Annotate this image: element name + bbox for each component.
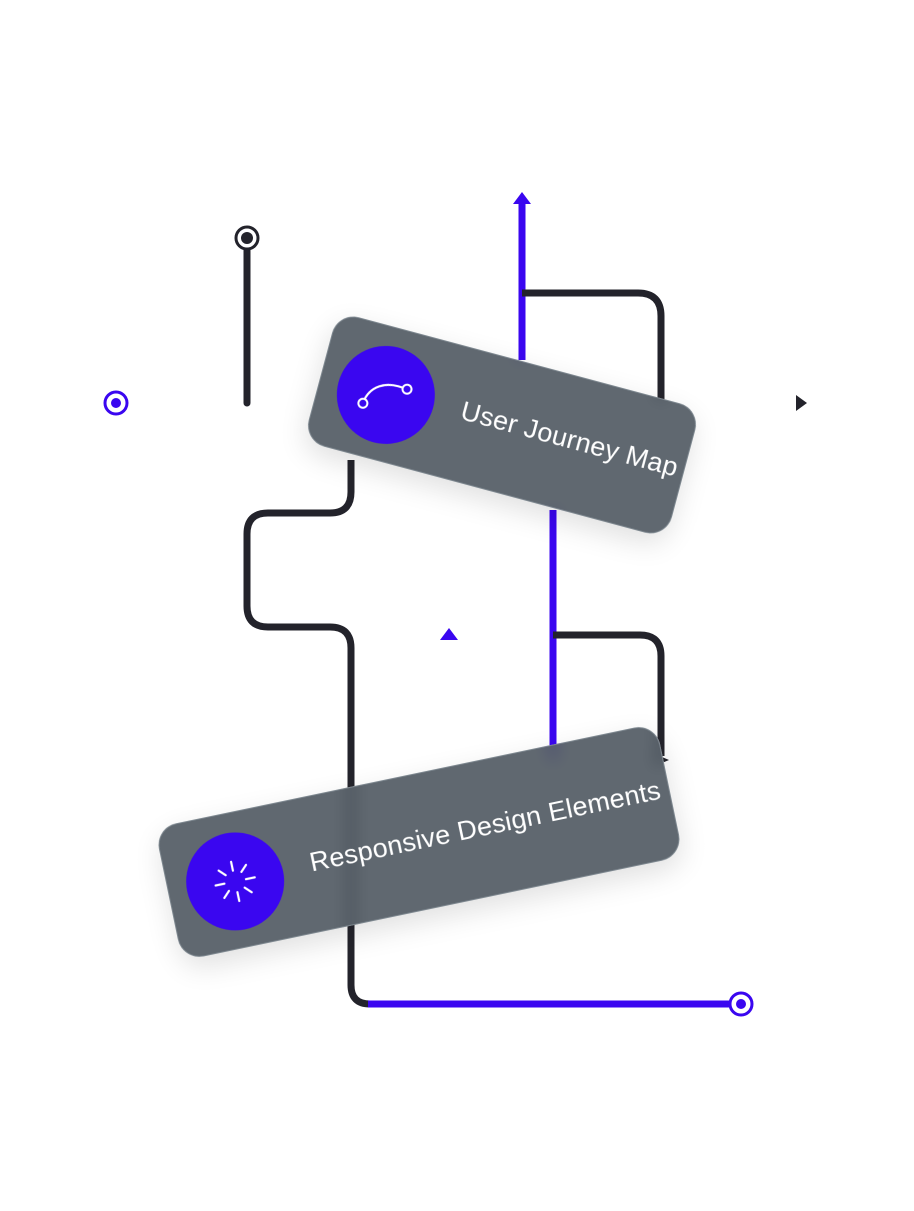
node-badge (177, 823, 294, 940)
loading-spinner-icon (214, 860, 256, 903)
node-label: User Journey Map (457, 395, 682, 483)
node-card-responsive-design-elements[interactable]: Responsive Design Elements (154, 723, 684, 961)
top-up-arrow (513, 192, 531, 360)
bottom-end-line (368, 991, 754, 1017)
bezier-curve-icon (357, 383, 413, 409)
top-left-branch (234, 225, 260, 407)
serpentine-connector (243, 460, 371, 1008)
node-label: Responsive Design Elements (306, 774, 664, 878)
node-badge (325, 334, 446, 455)
top-loop-connector (522, 289, 665, 400)
middle-up-arrow (440, 628, 458, 762)
node-card-user-journey-map[interactable]: User Journey Map (303, 311, 701, 539)
